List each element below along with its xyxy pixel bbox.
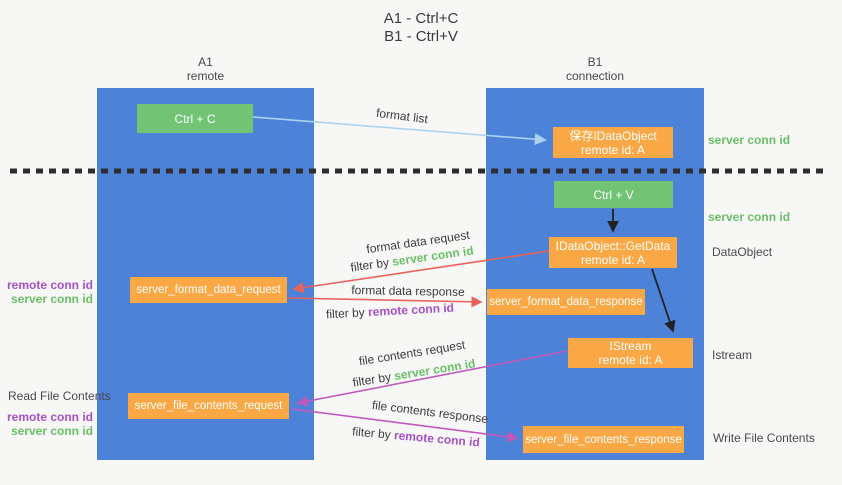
node-istream: IStream remote id: A: [568, 338, 693, 368]
label-istream: Istream: [712, 348, 753, 362]
node-save-idataobject: 保存IDataObject remote id: A: [553, 127, 673, 158]
label-filter-by-remote-1: filter by remote conn id: [326, 301, 455, 322]
label-conn-id-pair-1: remote conn id server conn id: [0, 278, 93, 306]
label-filter-by-remote-2: filter by remote conn id: [352, 424, 481, 449]
node-format-resp-label: server_format_data_response: [489, 296, 643, 308]
node-istream-line1: IStream: [609, 339, 652, 353]
diagram-title: A1 - Ctrl+C B1 - Ctrl+V: [0, 10, 842, 46]
label-format-list: format list: [375, 105, 429, 127]
node-ctrl-c-label: Ctrl + C: [174, 111, 216, 126]
node-ctrl-v: Ctrl + V: [554, 181, 673, 208]
node-server-format-data-response: server_format_data_response: [487, 289, 645, 315]
label-pair2-remote-conn-id: remote conn id: [6, 410, 93, 424]
filter-prefix-2: filter by: [325, 305, 369, 322]
label-write-file-contents: Write File Contents: [713, 431, 815, 445]
label-dataobject: DataObject: [712, 245, 773, 259]
node-save-line1: 保存IDataObject: [569, 128, 657, 143]
filter-key-remote-1: remote conn id: [367, 300, 455, 320]
node-save-line2: remote id: A: [580, 142, 646, 157]
filter-prefix-1: filter by: [349, 254, 394, 275]
lane-b1-subtitle: connection: [565, 69, 625, 83]
lane-b1-title: B1: [587, 55, 603, 69]
lane-a1-subtitle: remote: [186, 69, 225, 83]
node-server-file-contents-request: server_file_contents_request: [128, 393, 289, 419]
node-format-req-label: server_format_data_request: [136, 284, 281, 296]
title-line-1: A1 - Ctrl+C: [383, 10, 459, 27]
node-ctrl-c: Ctrl + C: [137, 104, 253, 133]
node-getdata-line1: IDataObject::GetData: [555, 238, 671, 253]
node-istream-line2: remote id: A: [598, 353, 663, 367]
node-getdata-line2: remote id: A: [580, 252, 646, 267]
label-read-file-contents: Read File Contents: [8, 389, 111, 403]
node-server-file-contents-response: server_file_contents_response: [523, 426, 684, 453]
filter-prefix-3: filter by: [351, 369, 396, 390]
filter-prefix-4: filter by: [351, 424, 395, 443]
label-conn-id-pair-2: remote conn id server conn id: [0, 410, 93, 438]
lane-a1-title: A1: [198, 55, 213, 69]
filter-key-remote-2: remote conn id: [393, 428, 481, 450]
label-server-conn-id-mid: server conn id: [708, 210, 791, 224]
title-line-2: B1 - Ctrl+V: [384, 28, 458, 45]
node-file-resp-label: server_file_contents_response: [525, 433, 682, 446]
lane-header-a1: A1 remote: [97, 55, 314, 83]
lane-header-b1: B1 connection: [486, 55, 704, 83]
label-server-conn-id-top: server conn id: [708, 133, 791, 147]
node-file-req-label: server_file_contents_request: [134, 400, 283, 412]
node-ctrl-v-label: Ctrl + V: [593, 187, 634, 202]
label-pair1-remote-conn-id: remote conn id: [6, 278, 93, 292]
label-pair2-server-conn-id: server conn id: [10, 424, 93, 438]
label-file-contents-response: file contents response: [371, 397, 489, 427]
node-idataobject-getdata: IDataObject::GetData remote id: A: [549, 237, 677, 268]
label-format-data-response: format data response: [351, 283, 465, 299]
label-pair1-server-conn-id: server conn id: [10, 292, 93, 306]
node-server-format-data-request: server_format_data_request: [130, 277, 287, 303]
